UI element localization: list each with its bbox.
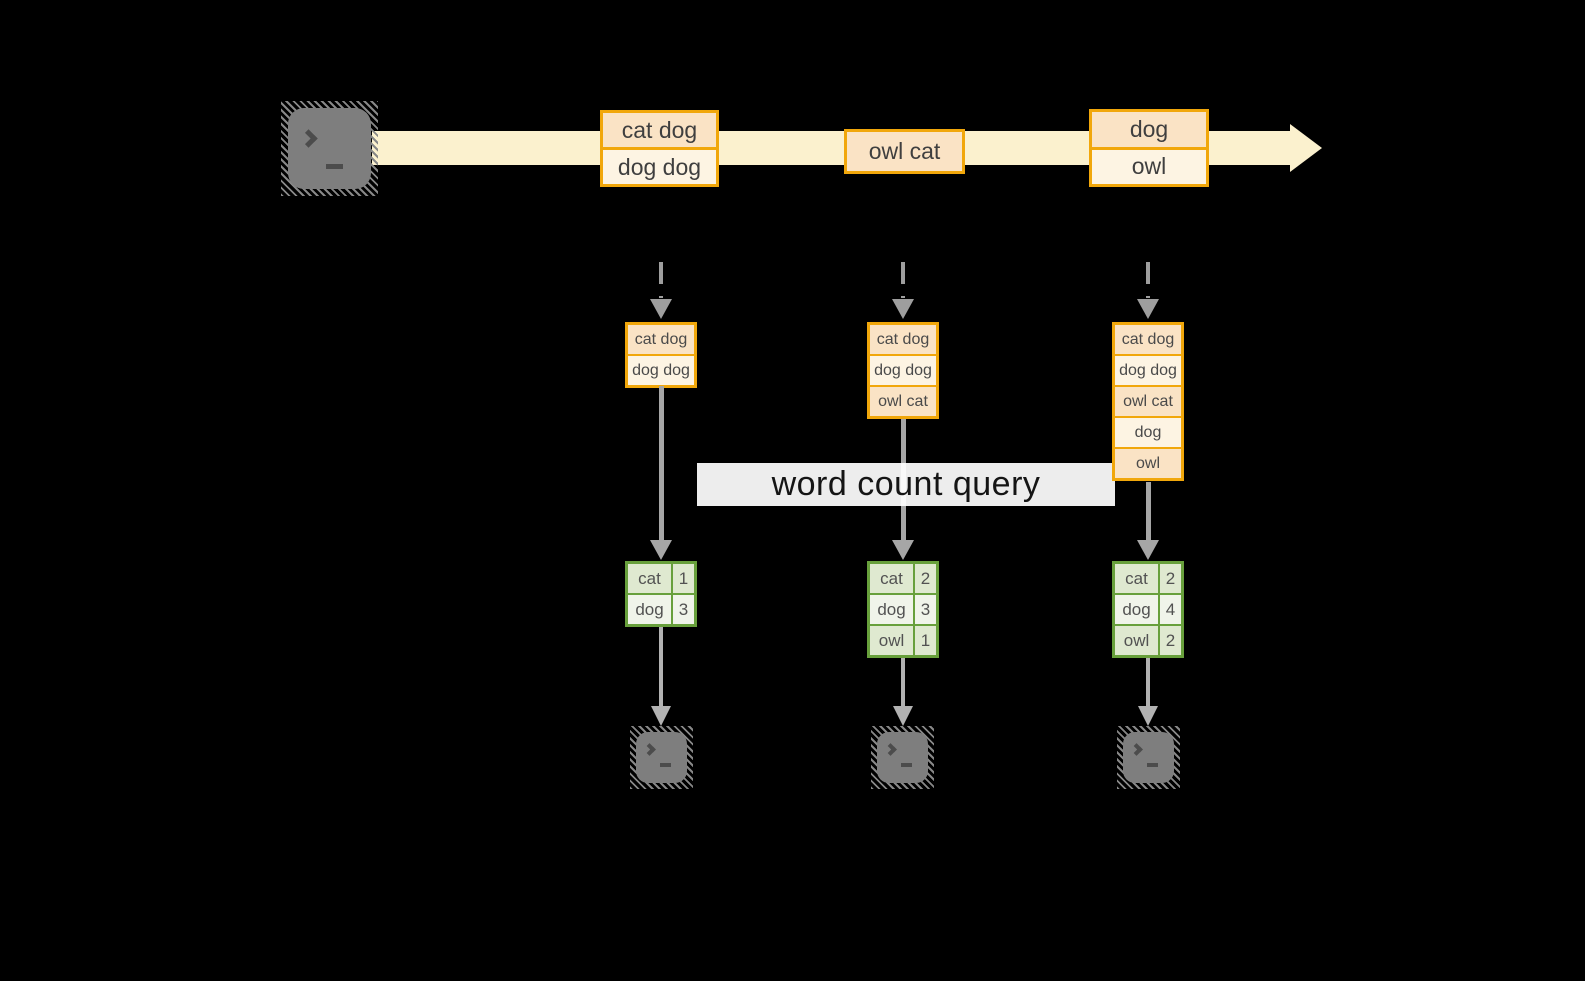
word-cell: cat: [1115, 564, 1160, 593]
count-cell: 2: [1165, 568, 1176, 588]
batch-cell: owl cat: [847, 132, 962, 171]
batch-box-2: owl cat: [844, 129, 965, 174]
buffer-cell: cat dog: [870, 325, 936, 354]
word-cell: dog: [870, 595, 915, 624]
buffer-cell: owl cat: [1115, 385, 1181, 416]
output-arrow: [1146, 658, 1150, 706]
word-cell: owl: [1115, 626, 1160, 655]
count-row: owl 1: [870, 624, 936, 655]
consumer-terminal-icon: [630, 726, 693, 789]
count-row: dog 4: [1115, 593, 1181, 624]
count-row: dog 3: [628, 593, 694, 624]
query-arrowhead-icon: [892, 540, 914, 560]
count-cell: 3: [920, 599, 931, 619]
consumer-terminal-icon: [871, 726, 934, 789]
word-cell: cat: [628, 564, 673, 593]
query-arrowhead-icon: [650, 540, 672, 560]
buffer-stack-2: cat dog dog dog owl cat: [867, 322, 939, 419]
buffer-cell: dog dog: [628, 354, 694, 385]
buffer-cell: dog: [1115, 416, 1181, 447]
terminal-window: [288, 108, 371, 189]
buffer-cell: owl: [1115, 447, 1181, 478]
count-table-2: cat 2 dog 3 owl 1: [867, 561, 939, 658]
query-arrowhead-icon: [1137, 540, 1159, 560]
batch-cell: owl: [1092, 146, 1206, 184]
word-cell: dog: [1115, 595, 1160, 624]
ingest-arrowhead-icon: [892, 299, 914, 319]
source-terminal-icon: [281, 101, 378, 196]
count-row: dog 3: [870, 593, 936, 624]
batch-cell: cat dog: [603, 113, 716, 147]
ingest-arrowhead-icon: [650, 299, 672, 319]
prompt-underscore-icon: [660, 763, 671, 767]
count-cell: 1: [920, 630, 931, 650]
consumer-terminal-icon: [1117, 726, 1180, 789]
ingest-dashed-arrow: [901, 262, 905, 298]
query-arrow: [1146, 482, 1151, 540]
batch-cell: dog dog: [603, 147, 716, 184]
prompt-chevron-icon: [884, 743, 897, 756]
word-cell: cat: [870, 564, 915, 593]
count-row: cat 2: [1115, 564, 1181, 593]
buffer-cell: owl cat: [870, 385, 936, 416]
buffer-cell: dog dog: [870, 354, 936, 385]
count-cell: 3: [678, 599, 689, 619]
query-arrow: [659, 386, 664, 540]
prompt-underscore-icon: [326, 164, 343, 169]
prompt-chevron-icon: [1130, 743, 1143, 756]
batch-cell: dog: [1092, 112, 1206, 147]
output-arrowhead-icon: [1138, 706, 1158, 726]
count-cell: 2: [920, 568, 931, 588]
output-arrowhead-icon: [893, 706, 913, 726]
terminal-window: [1123, 732, 1174, 783]
buffer-stack-3: cat dog dog dog owl cat dog owl: [1112, 322, 1184, 481]
output-arrow: [901, 658, 905, 706]
output-arrow: [659, 627, 663, 706]
batch-box-3: dog owl: [1089, 109, 1209, 187]
count-cell: 4: [1165, 599, 1176, 619]
buffer-stack-1: cat dog dog dog: [625, 322, 697, 388]
query-label: word count query: [771, 465, 1041, 503]
terminal-window: [877, 732, 928, 783]
prompt-chevron-icon: [643, 743, 656, 756]
ingest-arrowhead-icon: [1137, 299, 1159, 319]
buffer-cell: dog dog: [1115, 354, 1181, 385]
ingest-dashed-arrow: [659, 262, 663, 298]
stream-arrowhead-icon: [1290, 124, 1322, 172]
output-arrowhead-icon: [651, 706, 671, 726]
ingest-dashed-arrow: [1146, 262, 1150, 298]
buffer-cell: cat dog: [628, 325, 694, 354]
count-cell: 1: [678, 568, 689, 588]
count-table-1: cat 1 dog 3: [625, 561, 697, 627]
prompt-underscore-icon: [901, 763, 912, 767]
count-row: cat 2: [870, 564, 936, 593]
prompt-chevron-icon: [299, 129, 318, 148]
query-label-box: word count query: [697, 463, 1115, 506]
count-row: owl 2: [1115, 624, 1181, 655]
count-table-3: cat 2 dog 4 owl 2: [1112, 561, 1184, 658]
buffer-cell: cat dog: [1115, 325, 1181, 354]
word-cell: owl: [870, 626, 915, 655]
count-row: cat 1: [628, 564, 694, 593]
count-cell: 2: [1165, 630, 1176, 650]
terminal-window: [636, 732, 687, 783]
batch-box-1: cat dog dog dog: [600, 110, 719, 187]
prompt-underscore-icon: [1147, 763, 1158, 767]
word-cell: dog: [628, 595, 673, 624]
